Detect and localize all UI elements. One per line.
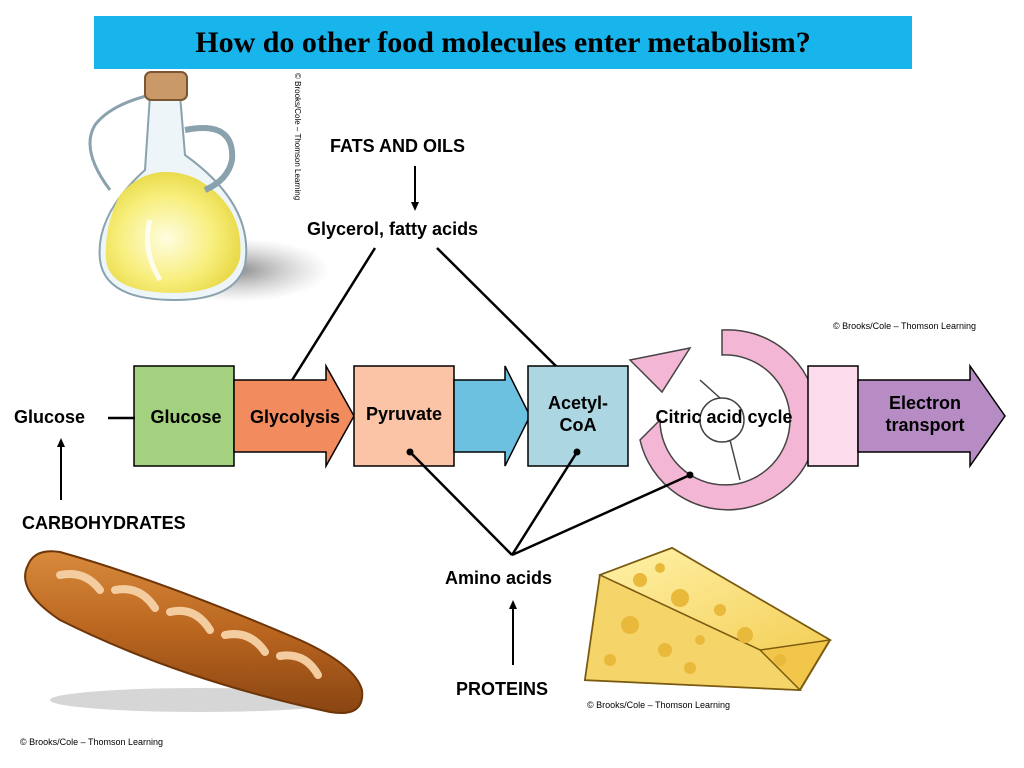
bread-icon <box>24 550 364 714</box>
glycerol-fatty-acids-label: Glycerol, fatty acids <box>307 219 479 239</box>
credit-cheese: © Brooks/Cole – Thomson Learning <box>587 700 731 710</box>
electron-transport-connector <box>807 365 859 467</box>
pyruvate-label: Pyruvate <box>365 404 443 424</box>
page-title: How do other food molecules enter metabo… <box>195 25 811 59</box>
electron-transport-line1: Electron <box>888 393 962 413</box>
proteins-label: PROTEINS <box>456 679 549 699</box>
electron-transport-arrow <box>857 363 1006 469</box>
glycolysis-label: Glycolysis <box>249 407 341 427</box>
electron-transport-line2: transport <box>885 415 965 435</box>
glucose-box <box>133 365 235 467</box>
acetyl-coa-line2: CoA <box>559 415 597 435</box>
cheese-icon <box>583 546 833 692</box>
glucose-outer-label: Glucose <box>14 407 86 427</box>
connector-arrow <box>453 365 531 467</box>
glycolysis-arrow <box>233 363 355 469</box>
credit-bread: © Brooks/Cole – Thomson Learning <box>20 737 164 747</box>
credit-oil: © Brooks/Cole – Thomson Learning <box>293 73 302 201</box>
title-bar: How do other food molecules enter metabo… <box>94 16 912 69</box>
acetyl-coa-label: Acetyl- CoA <box>528 392 628 436</box>
glucose-box-label: Glucose <box>150 407 222 427</box>
electron-transport-label: Electron transport <box>862 392 988 436</box>
carbohydrates-label: CARBOHYDRATES <box>22 513 186 533</box>
acetyl-coa-line1: Acetyl- <box>547 393 609 413</box>
pyruvate-box <box>353 365 455 467</box>
oil-bottle-icon <box>88 71 330 302</box>
amino-acids-label: Amino acids <box>445 568 553 588</box>
fats-and-oils-label: FATS AND OILS <box>330 136 465 156</box>
citric-acid-cycle-label: Citric acid cycle <box>655 407 793 427</box>
credit-pathway: © Brooks/Cole – Thomson Learning <box>833 321 977 331</box>
